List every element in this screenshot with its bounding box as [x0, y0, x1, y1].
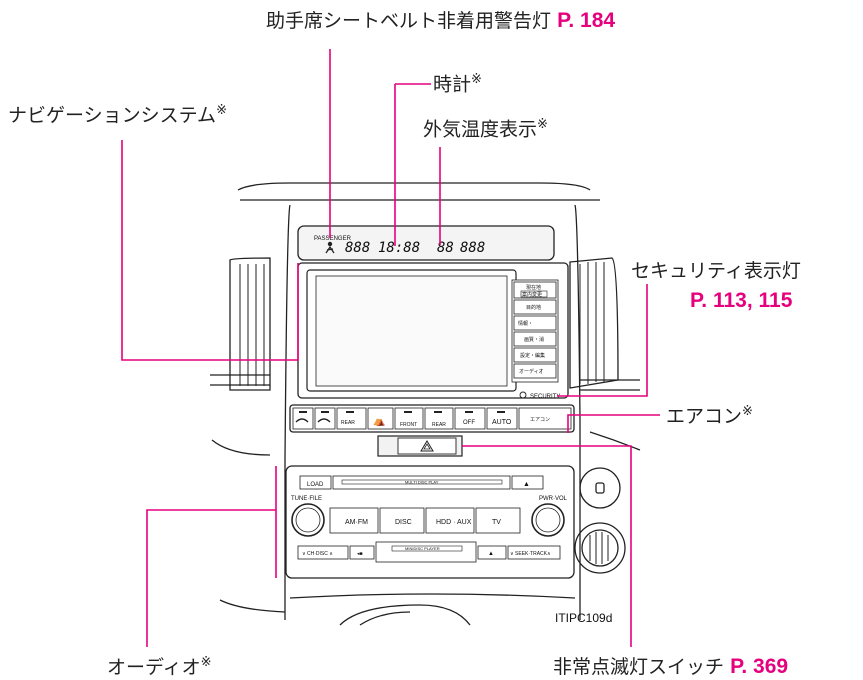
- ac-button-mode[interactable]: [367, 407, 394, 430]
- svg-text:PWR·VOL: PWR·VOL: [539, 496, 568, 502]
- lcd-clock: 18:88: [378, 240, 420, 256]
- lcd-left: 888: [345, 240, 370, 256]
- hazard-callout: 非常点滅灯スイッチ P. 369: [553, 656, 788, 677]
- clock-label: 時計: [433, 73, 472, 96]
- svg-text:LOAD: LOAD: [307, 482, 324, 488]
- svg-text:HDD · AUX: HDD · AUX: [436, 519, 472, 526]
- svg-text:MULTI DISC PLAY: MULTI DISC PLAY: [405, 480, 439, 485]
- ac-button-aircon[interactable]: [518, 407, 572, 430]
- nav-button-display[interactable]: [513, 331, 557, 347]
- svg-text:∨ SEEK·TRACK∧: ∨ SEEK·TRACK∧: [510, 551, 551, 557]
- eject-button[interactable]: [511, 475, 544, 490]
- svg-text:▲: ▲: [488, 551, 494, 557]
- ac-button-off[interactable]: [454, 407, 486, 430]
- tune-file-knob[interactable]: [291, 503, 325, 537]
- svg-text:∨ CH·DISC ∧: ∨ CH·DISC ∧: [302, 551, 333, 557]
- svg-text:設定・編集: 設定・編集: [520, 352, 545, 359]
- svg-text:REAR: REAR: [432, 422, 446, 428]
- minidisc-slot: [375, 541, 477, 563]
- svg-text:TV: TV: [492, 519, 501, 526]
- hazard-page-ref[interactable]: P. 369: [730, 655, 789, 678]
- power-volume-knob[interactable]: [531, 503, 565, 537]
- ch-disc-button[interactable]: [297, 545, 349, 560]
- ac-button-front[interactable]: [394, 407, 424, 430]
- hazard-triangle-icon: [420, 440, 434, 452]
- seat-icon: ⛺: [373, 416, 385, 427]
- security-callout: セキュリティ表示灯: [631, 262, 801, 281]
- nav-button-destination[interactable]: [513, 299, 557, 315]
- security-label: セキュリティ表示灯: [631, 260, 801, 282]
- svg-text:OFF: OFF: [463, 420, 475, 426]
- tv-button[interactable]: [475, 507, 521, 534]
- svg-text:▲: ▲: [523, 481, 530, 488]
- nav-button-info[interactable]: [513, 315, 557, 331]
- load-button[interactable]: [299, 475, 332, 490]
- security-indicator-icon: [519, 391, 527, 399]
- md-eject-button[interactable]: [349, 545, 375, 560]
- seek-track-button[interactable]: [507, 545, 561, 560]
- security-page-ref[interactable]: P. 113, 115: [690, 289, 793, 312]
- seatbelt-warning-label: 助手席シートベルト非着用警告灯: [266, 10, 552, 32]
- seatbelt-warning-icon: [325, 241, 335, 254]
- md-eject2-button[interactable]: [477, 545, 507, 560]
- aircon-callout: エアコン※: [666, 404, 753, 428]
- navigation-screen: [315, 275, 508, 387]
- lcd-temp: 88: [437, 240, 454, 256]
- seatbelt-warning-page-ref[interactable]: P. 184: [557, 9, 616, 32]
- svg-text:案内変更: 案内変更: [522, 291, 542, 298]
- nav-button-audio[interactable]: [513, 363, 557, 379]
- navigation-unit: 現在地 案内変更 目的地 情報・ 画質・消 設定・編集 オーディオ SECURI…: [297, 262, 569, 400]
- car-recirc-icon: [295, 418, 331, 423]
- passenger-text: PASSENGER: [314, 236, 352, 242]
- ac-button-rear-defrost[interactable]: [336, 407, 367, 430]
- svg-text:AM·FM: AM·FM: [345, 519, 368, 526]
- navigation-label: ナビゲーションシステム: [8, 104, 217, 127]
- security-ref-callout: P. 113, 115: [690, 290, 792, 311]
- center-stack-left-edge: [284, 204, 291, 620]
- hazard-label: 非常点滅灯スイッチ: [553, 656, 725, 678]
- aircon-label: エアコン: [666, 405, 743, 428]
- svg-text:情報・: 情報・: [518, 320, 533, 327]
- svg-text:REAR: REAR: [341, 420, 355, 426]
- hdd-aux-button[interactable]: [425, 507, 475, 534]
- svg-text:現在地: 現在地: [526, 284, 541, 291]
- center-stack-right-edge: [574, 204, 581, 620]
- clock-callout: 時計※: [433, 72, 482, 96]
- disc-button[interactable]: [379, 507, 425, 534]
- callout-leaders: [121, 49, 660, 647]
- svg-text:◂■: ◂■: [357, 551, 363, 557]
- outside-temp-label: 外気温度表示: [423, 118, 538, 141]
- svg-text:MINIDISC PLAYER: MINIDISC PLAYER: [405, 546, 440, 551]
- svg-text:AUTO: AUTO: [492, 419, 512, 426]
- svg-text:画質・消: 画質・消: [524, 336, 544, 343]
- audio-callout: オーディオ※: [107, 655, 212, 679]
- info-display: PASSENGER 888 18:88 88 888: [297, 225, 555, 261]
- nav-button-settings[interactable]: [513, 347, 557, 363]
- nav-button-current[interactable]: [513, 281, 557, 299]
- climate-control-panel: REAR ⛺ FRONT REAR OFF AUTO エアコン: [289, 404, 575, 433]
- figure-id: ITIPC109d: [555, 611, 612, 625]
- ac-button-auto[interactable]: [486, 407, 518, 430]
- svg-text:エアコン: エアコン: [530, 417, 550, 423]
- svg-text:FRONT: FRONT: [400, 422, 417, 428]
- am-fm-button[interactable]: [329, 507, 379, 534]
- security-text: SECURITY: [530, 394, 560, 400]
- svg-text:オーディオ: オーディオ: [519, 368, 544, 375]
- ac-button-rear[interactable]: [424, 407, 454, 430]
- audio-label: オーディオ: [107, 656, 201, 679]
- svg-text:目的地: 目的地: [526, 304, 541, 311]
- audio-unit: LOAD MULTI DISC PLAY ▲ TUNE·FILE PWR·VOL…: [285, 465, 575, 579]
- svg-text:TUNE·FILE: TUNE·FILE: [291, 496, 322, 502]
- navigation-callout: ナビゲーションシステム※: [8, 103, 227, 127]
- outside-temp-callout: 外気温度表示※: [423, 117, 548, 141]
- hazard-switch[interactable]: [377, 435, 463, 457]
- nav-button-column: 現在地 案内変更 目的地 情報・ 画質・消 設定・編集 オーディオ: [513, 281, 557, 379]
- lcd-right: 888: [460, 240, 485, 256]
- seatbelt-warning-callout: 助手席シートベルト非着用警告灯 P. 184: [266, 10, 615, 31]
- svg-text:DISC: DISC: [395, 519, 412, 526]
